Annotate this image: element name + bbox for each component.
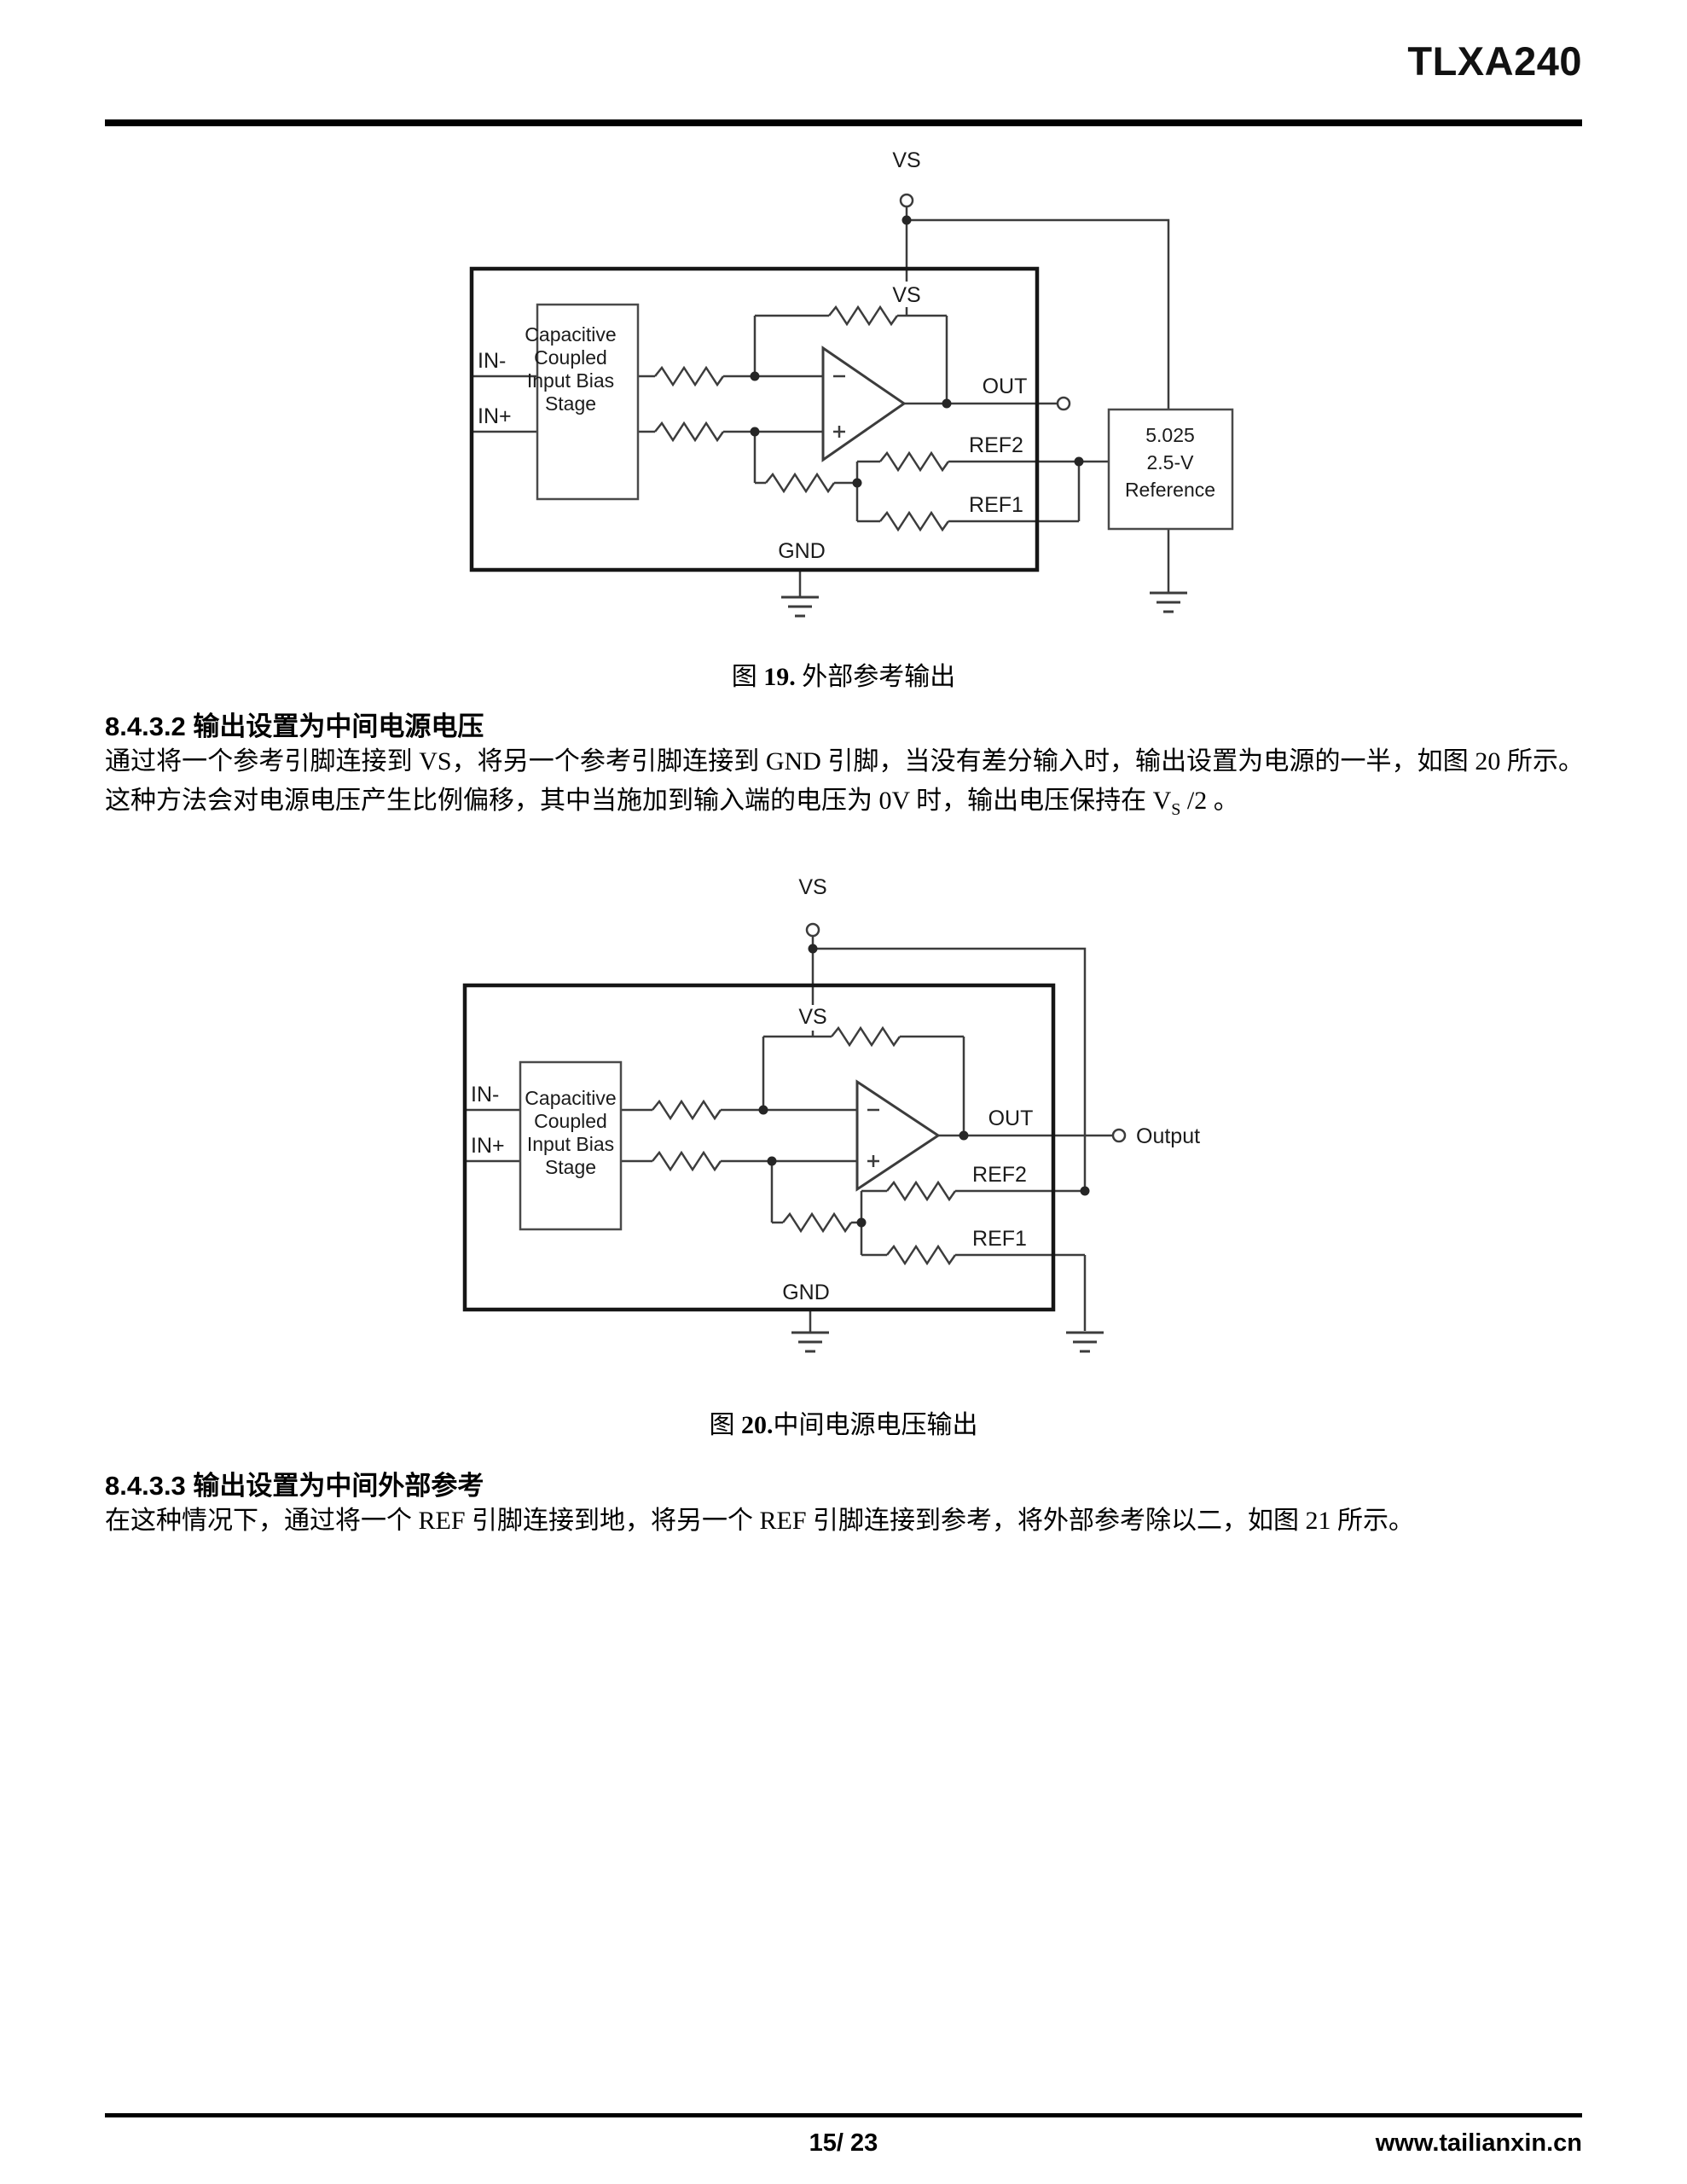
opamp-plus-sign <box>867 1155 879 1167</box>
gnd-label: GND <box>782 1281 830 1304</box>
vs-inner-label: VS <box>892 283 920 307</box>
opamp-icon <box>855 1079 941 1192</box>
footer-rule <box>105 2113 1582 2117</box>
website-url: www.tailianxin.cn <box>1375 2129 1582 2157</box>
out-label: OUT <box>988 1107 1034 1130</box>
resistor-icons <box>653 305 950 531</box>
caption-number: 19. <box>763 663 796 691</box>
bias-stage-label: Capacitive <box>525 323 616 346</box>
bias-stage-label: Coupled <box>534 346 607 369</box>
reference-box-label: 2.5-V <box>1147 451 1195 473</box>
out-label: OUT <box>983 375 1028 398</box>
ground-icons <box>790 1331 1105 1353</box>
input-bias-stage-box <box>519 1060 623 1231</box>
body-text-part: /2 。 <box>1180 787 1239 815</box>
bias-stage-label: Capacitive <box>525 1087 616 1109</box>
bias-stage-label: Input Bias <box>527 369 614 392</box>
vs-top-label: VS <box>892 148 920 172</box>
caption-figure-word: 图 <box>709 1411 735 1439</box>
gnd-label: GND <box>778 539 826 563</box>
ref1-label: REF1 <box>969 493 1023 517</box>
label-mask <box>797 1005 829 1031</box>
section-heading-8-4-3-2: 8.4.3.2 输出设置为中间电源电压 <box>105 712 484 741</box>
bias-stage-label: Stage <box>545 1156 596 1178</box>
ground-icons <box>780 591 1189 618</box>
in-plus-label: IN+ <box>471 1134 505 1158</box>
voltage-reference-box <box>1107 408 1234 531</box>
in-minus-label: IN- <box>478 349 506 373</box>
ref2-label: REF2 <box>972 1163 1027 1187</box>
page-number: 15/ 23 <box>809 2129 878 2157</box>
figure-19-external-reference-circuit: VS VS IN- IN+ OUT REF2 REF1 GND Capaciti… <box>469 148 1234 618</box>
ref1-label: REF1 <box>972 1227 1027 1251</box>
vs-terminal <box>805 922 820 938</box>
input-bias-stage-box <box>536 303 640 501</box>
vs-top-label: VS <box>798 875 826 899</box>
section-body-8-4-3-3: 在这种情况下，通过将一个 REF 引脚连接到地，将另一个 REF 引脚连接到参考… <box>105 1507 1415 1535</box>
header-rule <box>105 119 1582 126</box>
label-mask <box>890 282 923 307</box>
vs-subscript: S <box>1171 800 1181 819</box>
figure-19-caption: 图 19. 外部参考输出 <box>105 655 1582 693</box>
opamp-plus-sign <box>833 426 845 438</box>
figure-20-midsupply-circuit: VS VS IN- IN+ OUT REF2 REF1 GND Output C… <box>462 875 1200 1353</box>
wires <box>465 936 1113 1333</box>
document-title: TLXA240 <box>1407 38 1582 84</box>
opamp-icon <box>821 346 907 462</box>
wires <box>472 206 1170 597</box>
reference-box-label: Reference <box>1125 479 1215 501</box>
caption-text: 中间电源电压输出 <box>773 1411 978 1439</box>
section-heading-8-4-3-3: 8.4.3.3 输出设置为中间外部参考 <box>105 1471 484 1501</box>
caption-text: 外部参考输出 <box>795 663 956 691</box>
in-plus-label: IN+ <box>478 404 512 428</box>
output-label: Output <box>1136 1124 1200 1148</box>
body-text-part: 通过将一个参考引脚连接到 VS，将另一个参考引脚连接到 GND 引脚，当没有差分… <box>105 747 1584 815</box>
in-minus-label: IN- <box>471 1083 499 1107</box>
bias-stage-label: Stage <box>545 392 596 415</box>
vs-terminal <box>899 193 914 208</box>
out-terminal <box>1056 396 1071 411</box>
caption-figure-word: 图 <box>731 663 757 691</box>
ref2-label: REF2 <box>969 433 1023 457</box>
junction-dots <box>758 944 1090 1228</box>
bias-stage-label: Input Bias <box>527 1133 614 1155</box>
reference-box-label: 5.025 <box>1145 424 1195 446</box>
figure-20-caption: 图 20.中间电源电压输出 <box>105 1403 1582 1441</box>
bias-stage-label: Coupled <box>534 1110 607 1132</box>
amplifier-block-outline <box>462 983 1056 1312</box>
caption-number: 20. <box>741 1411 774 1439</box>
junction-dots <box>750 215 1084 488</box>
section-body-8-4-3-2: 通过将一个参考引脚连接到 VS，将另一个参考引脚连接到 GND 引脚，当没有差分… <box>105 742 1584 829</box>
vs-inner-label: VS <box>798 1005 826 1029</box>
output-terminal <box>1111 1128 1127 1143</box>
amplifier-block-outline <box>469 266 1040 572</box>
